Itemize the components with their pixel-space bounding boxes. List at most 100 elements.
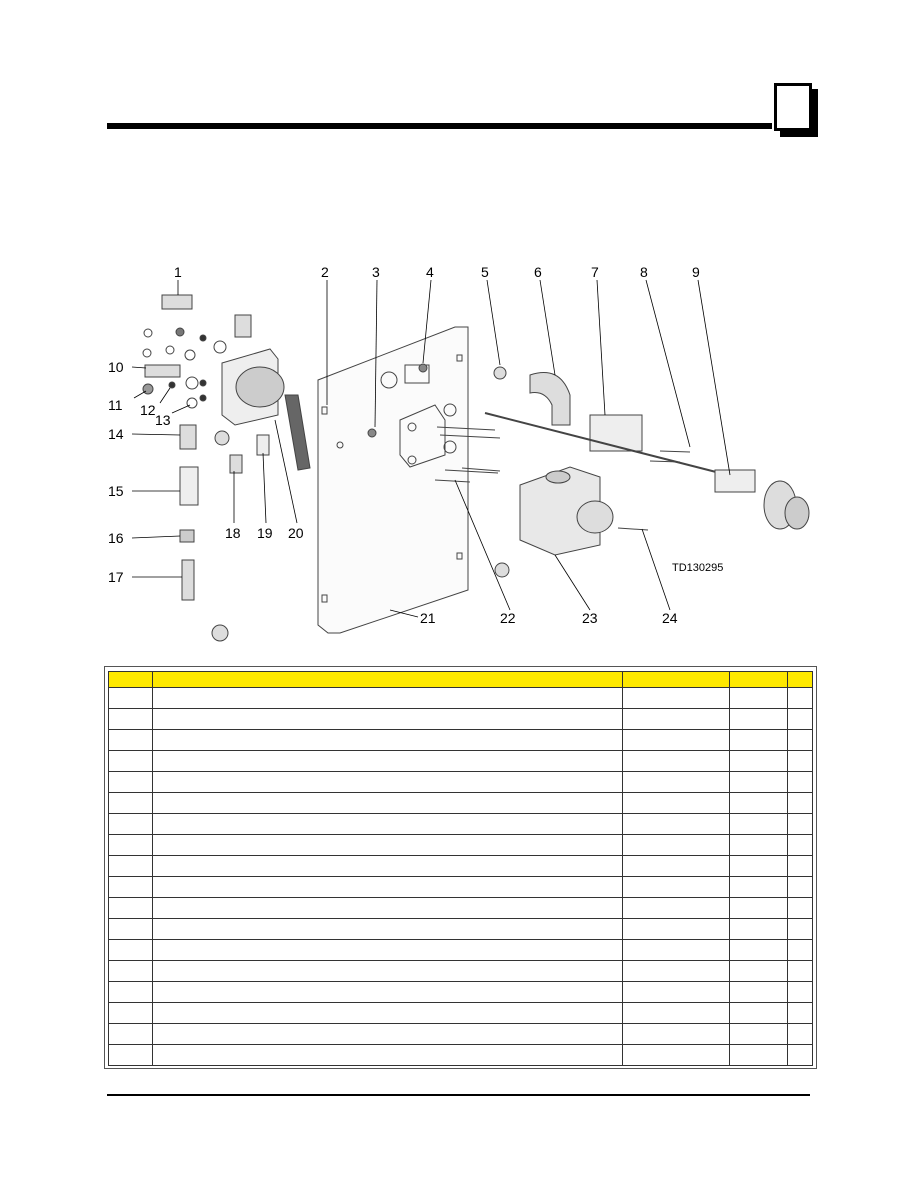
callout-24: 24 xyxy=(662,610,678,626)
table-row xyxy=(107,1002,813,1024)
table-cell xyxy=(107,708,154,730)
table-cell xyxy=(729,729,789,751)
table-row xyxy=(107,1023,813,1045)
table-cell xyxy=(621,687,731,709)
table-row xyxy=(107,771,813,793)
table-cell xyxy=(107,729,154,751)
callout-11: 11 xyxy=(108,397,123,413)
table-cell xyxy=(729,918,789,940)
table-cell xyxy=(787,897,813,919)
table-cell xyxy=(621,813,731,835)
table-row xyxy=(107,834,813,856)
table-cell xyxy=(107,813,154,835)
table-cell xyxy=(729,792,789,814)
drawing-id: TD130295 xyxy=(672,562,723,574)
table-cell xyxy=(621,1023,731,1045)
callout-23: 23 xyxy=(582,610,598,626)
table-row xyxy=(107,687,813,709)
header-item xyxy=(107,671,154,688)
table-cell xyxy=(787,1044,813,1066)
table-cell xyxy=(787,960,813,982)
table-cell xyxy=(729,981,789,1003)
callout-1: 1 xyxy=(174,264,182,280)
table-row xyxy=(107,897,813,919)
table-cell xyxy=(787,750,813,772)
footer-rule xyxy=(107,1094,810,1096)
table-row xyxy=(107,792,813,814)
callout-10: 10 xyxy=(108,359,124,375)
callout-20: 20 xyxy=(288,525,304,541)
table-row xyxy=(107,1044,813,1066)
table-row xyxy=(107,981,813,1003)
parts-list-table xyxy=(104,666,817,1069)
table-cell xyxy=(729,876,789,898)
header-qty xyxy=(729,671,789,688)
callout-7: 7 xyxy=(591,264,599,280)
table-cell xyxy=(787,687,813,709)
table-row xyxy=(107,855,813,877)
callout-21: 21 xyxy=(420,610,436,626)
table-cell xyxy=(729,708,789,730)
table-cell xyxy=(152,771,623,793)
table-cell xyxy=(621,1002,731,1024)
table-cell xyxy=(152,981,623,1003)
table-cell xyxy=(729,687,789,709)
table-cell xyxy=(152,939,623,961)
table-cell xyxy=(729,834,789,856)
callout-15: 15 xyxy=(108,483,124,499)
table-cell xyxy=(621,771,731,793)
table-cell xyxy=(107,750,154,772)
table-cell xyxy=(729,1002,789,1024)
callout-18: 18 xyxy=(225,525,241,541)
callout-13: 13 xyxy=(155,412,171,428)
table-cell xyxy=(729,939,789,961)
table-cell xyxy=(152,897,623,919)
table-row xyxy=(107,750,813,772)
table-header-row xyxy=(107,671,813,688)
table-row xyxy=(107,918,813,940)
table-cell xyxy=(787,918,813,940)
table-cell xyxy=(787,855,813,877)
table-cell xyxy=(621,834,731,856)
callout-12: 12 xyxy=(140,402,156,418)
table-cell xyxy=(107,834,154,856)
table-row xyxy=(107,708,813,730)
table-cell xyxy=(621,960,731,982)
table-cell xyxy=(152,855,623,877)
table-cell xyxy=(107,960,154,982)
callout-22: 22 xyxy=(500,610,516,626)
table-cell xyxy=(107,939,154,961)
table-cell xyxy=(621,708,731,730)
header-note xyxy=(787,671,813,688)
table-cell xyxy=(152,918,623,940)
table-cell xyxy=(152,1044,623,1066)
table-cell xyxy=(621,750,731,772)
header-rule xyxy=(107,123,772,129)
table-cell xyxy=(787,1002,813,1024)
table-cell xyxy=(621,855,731,877)
table-cell xyxy=(621,1044,731,1066)
table-cell xyxy=(729,813,789,835)
table-cell xyxy=(787,876,813,898)
header-part-number xyxy=(621,671,731,688)
table-row xyxy=(107,729,813,751)
callout-14: 14 xyxy=(108,426,124,442)
table-cell xyxy=(787,939,813,961)
table-cell xyxy=(107,918,154,940)
table-cell xyxy=(729,897,789,919)
exploded-parts-drawing: 1 2 3 4 5 6 7 8 9 10 11 12 13 14 15 16 1… xyxy=(100,255,820,655)
table-cell xyxy=(107,897,154,919)
table-cell xyxy=(787,708,813,730)
table-cell xyxy=(729,855,789,877)
callout-5: 5 xyxy=(481,264,489,280)
table-cell xyxy=(152,708,623,730)
callout-9: 9 xyxy=(692,264,700,280)
table-cell xyxy=(787,729,813,751)
table-row xyxy=(107,939,813,961)
table-cell xyxy=(152,792,623,814)
table-cell xyxy=(729,750,789,772)
callout-6: 6 xyxy=(534,264,542,280)
table-cell xyxy=(107,876,154,898)
table-cell xyxy=(107,687,154,709)
callout-8: 8 xyxy=(640,264,648,280)
